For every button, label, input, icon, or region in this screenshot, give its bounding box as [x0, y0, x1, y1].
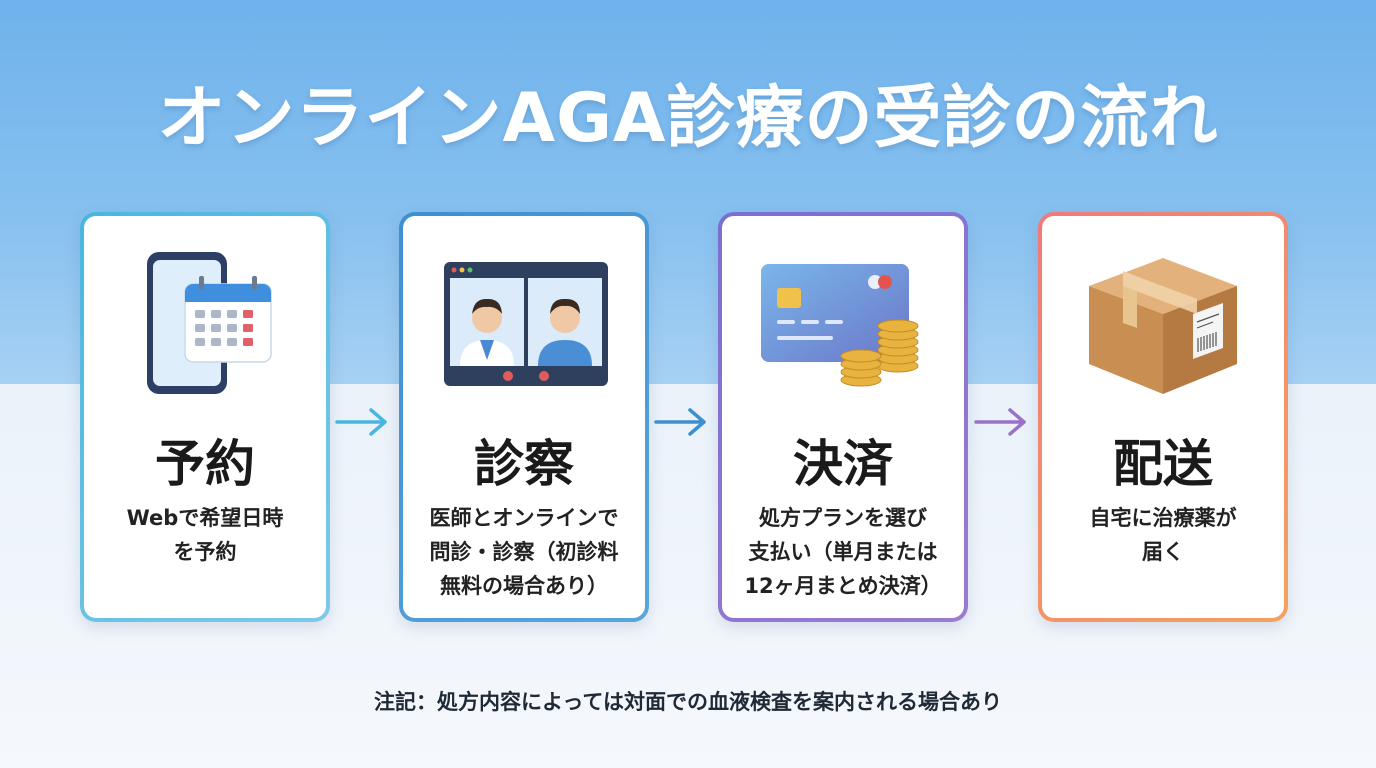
step-title: 配送	[1113, 435, 1213, 493]
arrow-right-icon	[654, 408, 706, 436]
package-box-icon	[1089, 258, 1237, 394]
video-call-icon	[444, 262, 608, 386]
step-title: 決済	[793, 435, 893, 493]
step-title: 予約	[155, 435, 255, 493]
page-title: オンラインAGA診療の受診の流れ	[157, 79, 1219, 158]
step-title: 診察	[474, 435, 574, 493]
arrow-right-icon	[974, 408, 1026, 436]
step-card-payment: 決済 処方プランを選び 支払い（単月または 12ヶ月まとめ決済）	[718, 212, 968, 622]
calendar-phone-icon	[147, 252, 272, 394]
step-card-consultation: 診察 医師とオンラインで 問診・診察（初診料 無料の場合あり）	[399, 212, 649, 622]
credit-card-coins-icon	[761, 264, 919, 387]
footnote: 注記：処方内容によっては対面での血液検査を案内される場合あり	[374, 690, 1002, 714]
arrow-right-icon	[335, 408, 387, 436]
step-description: 処方プランを選び 支払い（単月または 12ヶ月まとめ決済）	[744, 506, 942, 598]
step-description: 自宅に治療薬が 届く	[1089, 506, 1237, 564]
step-card-delivery: 配送 自宅に治療薬が 届く	[1038, 212, 1288, 622]
step-description: 医師とオンラインで 問診・診察（初診料 無料の場合あり）	[429, 506, 619, 598]
step-card-reservation: 予約 Webで希望日時 を予約	[80, 212, 330, 622]
step-description: Webで希望日時 を予約	[126, 506, 284, 564]
